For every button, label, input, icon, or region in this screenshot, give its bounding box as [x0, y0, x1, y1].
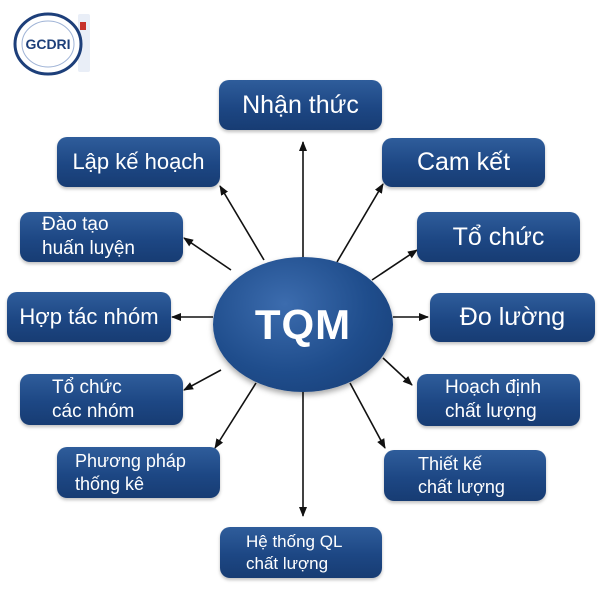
- arrow-hoach-dinh: [382, 357, 413, 386]
- node-label-line2: chất lượng: [418, 476, 505, 497]
- gcdri-logo: GCDRI: [8, 8, 92, 78]
- center-node: TQM: [213, 257, 393, 392]
- node-label: Đo lường: [459, 303, 566, 331]
- node-label: Hợp tác nhóm: [19, 304, 159, 329]
- node-label-line1: Đào tạo: [42, 214, 109, 236]
- arrow-phuong-phap: [214, 382, 257, 449]
- node-hoach-dinh: Hoạch định chất lượng: [417, 374, 580, 426]
- arrow-thiet-ke: [349, 382, 386, 449]
- node-dao-tao: Đào tạo huấn luyện: [20, 212, 183, 262]
- node-to-chuc-nhom: Tổ chức các nhóm: [20, 374, 183, 425]
- node-cam-ket: Cam kết: [382, 138, 545, 187]
- arrow-to-chuc-nhom: [183, 369, 222, 391]
- node-he-thong: Hệ thống QL chất lượng: [220, 527, 382, 578]
- node-label: Cam kết: [416, 148, 511, 176]
- node-nhan-thuc: Nhận thức: [219, 80, 382, 130]
- node-label-line1: Hệ thống QL: [246, 532, 343, 552]
- node-to-chuc: Tổ chức: [417, 212, 580, 262]
- node-thiet-ke: Thiết kế chất lượng: [384, 450, 546, 501]
- node-do-luong: Đo lường: [430, 293, 595, 342]
- node-label-line2: các nhóm: [52, 400, 135, 422]
- arrow-cam-ket: [336, 183, 384, 263]
- node-label-line1: Tổ chức: [52, 376, 122, 398]
- arrow-dao-tao: [183, 237, 232, 271]
- node-label-line1: Hoạch định: [445, 377, 542, 399]
- logo-text: GCDRI: [25, 36, 70, 52]
- arrow-to-chuc: [371, 249, 418, 281]
- node-label-line1: Phương pháp: [75, 451, 186, 471]
- node-label: Lập kế hoạch: [72, 149, 205, 174]
- arrow-lap-ke-hoach: [219, 185, 265, 261]
- node-label-line2: chất lượng: [246, 553, 329, 573]
- center-label: TQM: [254, 300, 352, 348]
- node-label-line2: huấn luyện: [42, 238, 135, 259]
- node-label: Tổ chức: [452, 222, 545, 251]
- node-hop-tac: Hợp tác nhóm: [7, 292, 171, 342]
- node-label-line2: thống kê: [75, 473, 145, 494]
- node-label-line2: chất lượng: [445, 401, 537, 422]
- node-phuong-phap: Phương pháp thống kê: [57, 447, 220, 498]
- node-label-line1: Thiết kế: [418, 454, 483, 474]
- node-label: Nhận thức: [242, 90, 359, 119]
- node-lap-ke-hoach: Lập kế hoạch: [57, 137, 220, 187]
